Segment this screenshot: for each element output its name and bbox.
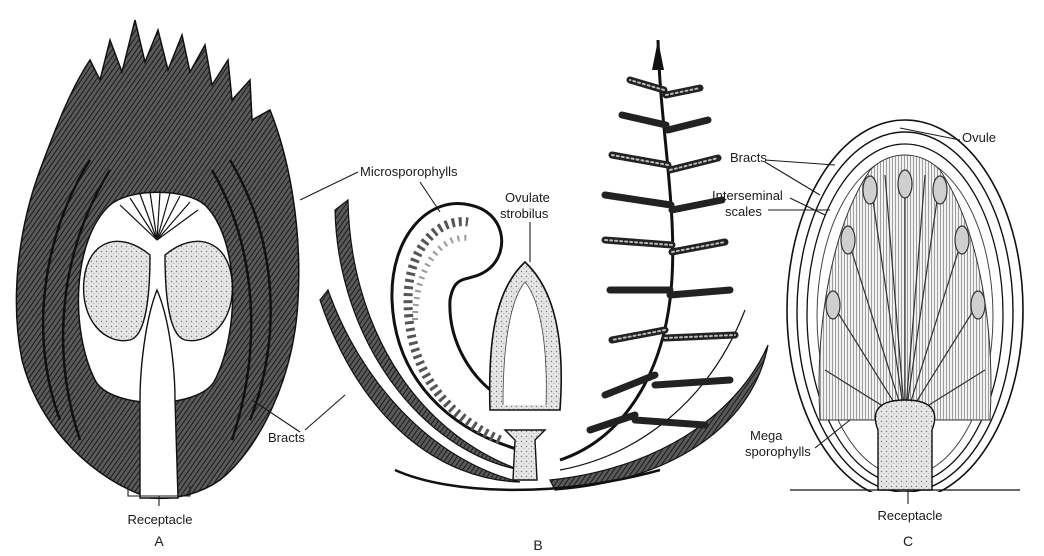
fig-c-receptacle	[875, 400, 934, 490]
fig-b-stalk	[505, 430, 545, 480]
figure-b-strobilus-with-microsporophylls: Microsporophylls Ovulate strobilus Bract…	[252, 40, 768, 553]
fig-c-ovule-label: Ovule	[962, 130, 996, 145]
fig-b-ovulate-line2: strobilus	[500, 206, 549, 221]
figure-a-bisexual-strobilus: Receptacle A	[16, 20, 298, 549]
fig-c-interseminal-line1: Interseminal	[712, 188, 783, 203]
fig-c-mega-line2: sporophylls	[745, 444, 811, 459]
fig-a-letter: A	[154, 533, 164, 549]
fig-b-letter: B	[533, 537, 542, 553]
fig-a-receptacle-label: Receptacle	[127, 512, 192, 527]
fig-b-frond	[560, 40, 735, 460]
fig-b-microsporophylls-label: Microsporophylls	[360, 164, 458, 179]
fig-c-letter: C	[903, 533, 913, 549]
fig-c-interseminal-line2: scales	[725, 204, 762, 219]
fig-c-bracts-label: Bracts	[730, 150, 767, 165]
figure-c-ovulate-strobilus-section: Bracts Ovule Interseminal scales Mega sp…	[712, 120, 1030, 549]
fig-c-receptacle-label: Receptacle	[877, 508, 942, 523]
fig-b-bract-right	[550, 345, 768, 490]
fig-b-ovulate-line1: Ovulate	[505, 190, 550, 205]
fig-c-mega-line1: Mega	[750, 428, 783, 443]
